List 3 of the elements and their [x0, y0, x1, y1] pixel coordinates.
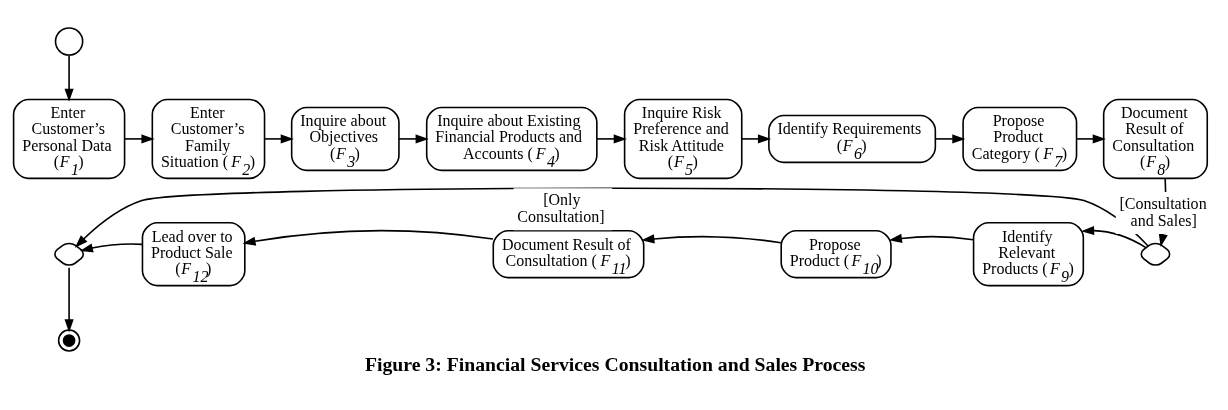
caption: Figure 3: Financial Services Consultation and Sales Process [364, 351, 866, 374]
edge-label: [Consultation and Sales] [1119, 194, 1207, 229]
edge-label: [Only Consultation] [517, 190, 605, 225]
